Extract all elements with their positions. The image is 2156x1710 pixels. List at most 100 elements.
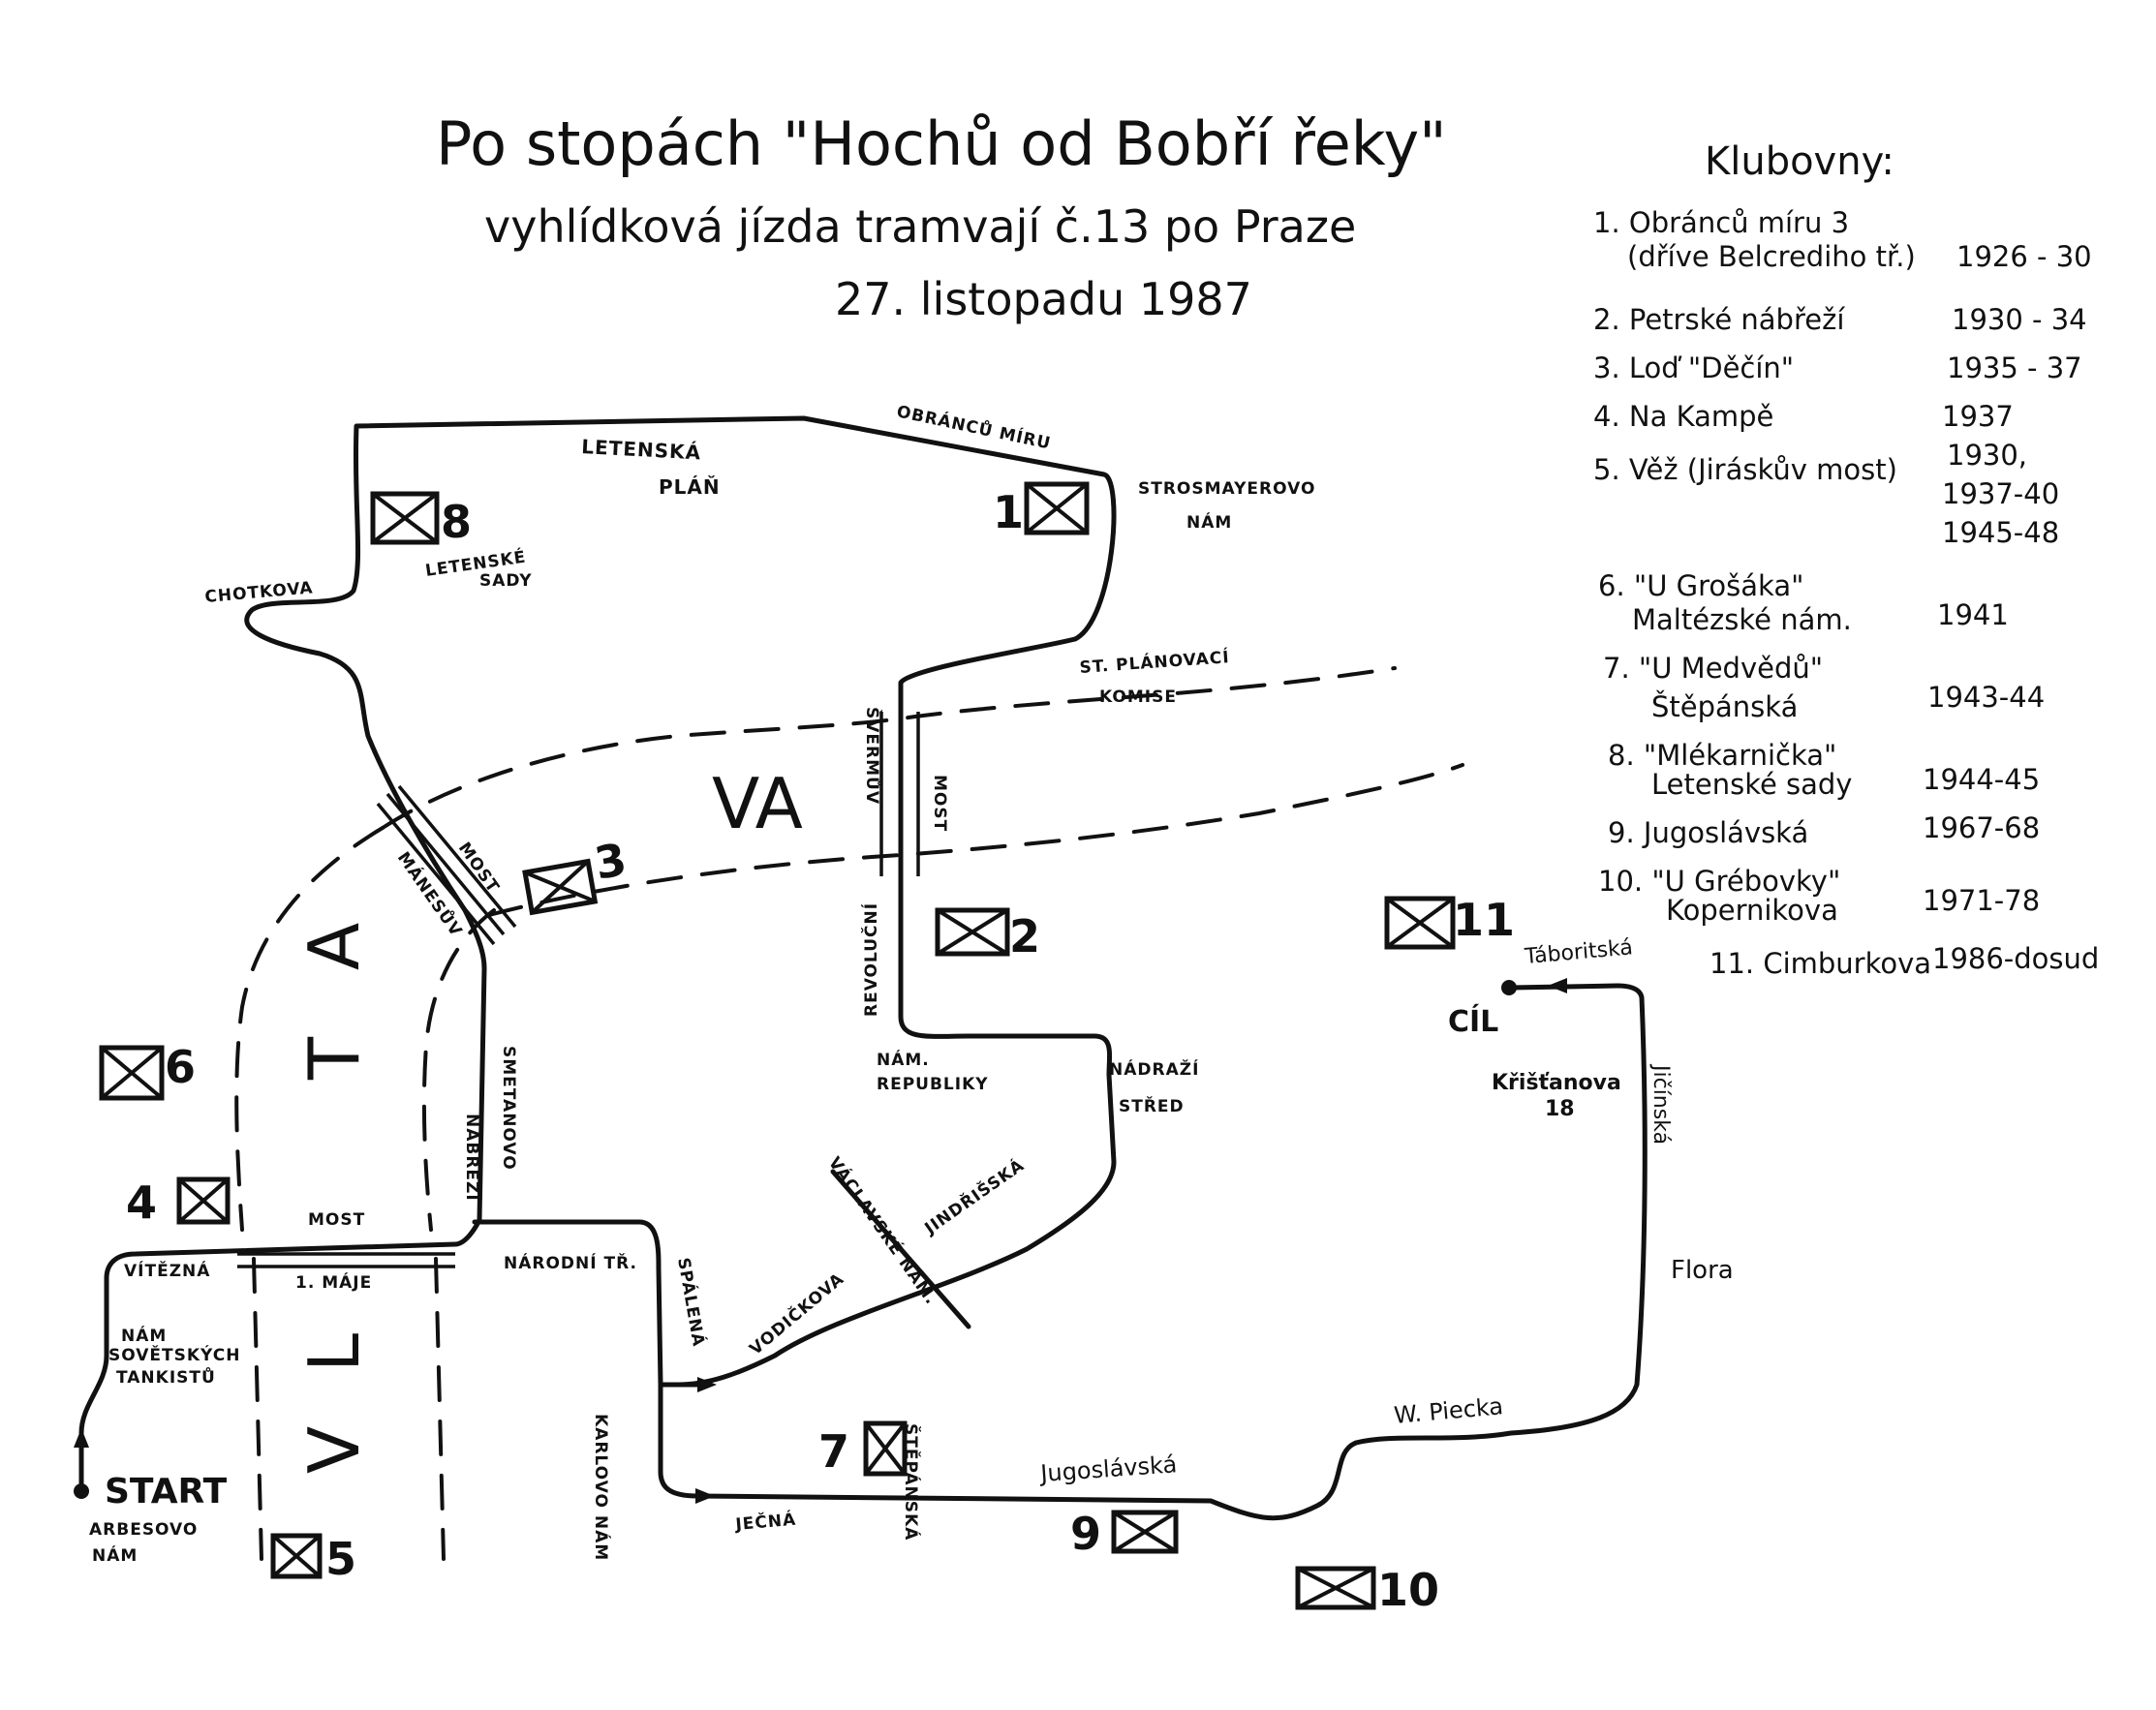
clubroom-number-2: 2 [1009, 910, 1040, 962]
label-w-piecka: W. Piecka [1393, 1392, 1504, 1429]
route-narodni-spalena [472, 1219, 710, 1388]
label-most-legii: MOST [308, 1210, 365, 1230]
legend: Klubovny: 1. Obránců míru 3 (dříve Belcr… [1593, 139, 2099, 980]
legend-item-7b: Štěpánská [1651, 690, 1798, 723]
arrow-east-jecna [695, 1488, 715, 1504]
legend-years-6: 1941 [1937, 598, 2009, 631]
legend-item-11: 11. Cimburkova [1709, 947, 1931, 980]
label-letenske-sady-2: SADY [479, 571, 533, 591]
legend-item-3: 3. Loď "Děčín" [1593, 351, 1794, 384]
label-arbesovo-2: NÁM [92, 1544, 138, 1566]
label-revolucni: REVOLUČNÍ [860, 902, 881, 1017]
river-label-va: VA [712, 763, 803, 844]
legend-item-5: 5. Věž (Jiráskův most) [1593, 453, 1897, 486]
legend-years-8: 1944-45 [1923, 763, 2040, 796]
legend-item-10b: Kopernikova [1666, 894, 1838, 927]
legend-years-5b: 1937-40 [1942, 477, 2059, 510]
arrow-east-spalena [697, 1377, 717, 1392]
label-most-manesuv: MOST [454, 839, 503, 897]
label-karlovo: KARLOVO NÁM [591, 1414, 612, 1561]
label-nabrezi: NÁBŘEŽÍ [462, 1114, 483, 1202]
clubroom-marker-4: 4 [126, 1176, 231, 1229]
label-arbesovo-1: ARBESOVO [89, 1520, 198, 1540]
vaclavske-nam-line [830, 1169, 971, 1329]
legend-years-10: 1971-78 [1923, 884, 2040, 917]
clubroom-marker-7: 7 [818, 1420, 908, 1478]
clubroom-marker-2: 2 [935, 907, 1040, 962]
label-spalena: SPÁLENÁ [673, 1256, 710, 1349]
legend-years-7: 1943-44 [1927, 681, 2045, 714]
label-taboritska: Táboritská [1523, 935, 1634, 969]
label-narodni: NÁRODNÍ TŘ. [504, 1252, 637, 1273]
clubroom-number-4: 4 [126, 1176, 157, 1229]
legend-years-11: 1986-dosud [1932, 942, 2099, 975]
clubroom-marker-8: 8 [370, 491, 472, 548]
start-point [74, 1483, 89, 1499]
clubroom-marker-9: 9 [1070, 1508, 1179, 1560]
label-letenska-plan-1: LETENSKÁ [581, 435, 702, 464]
label-nam-republiky-1: NÁM. [877, 1049, 930, 1070]
map-title: Po stopách "Hochů od Bobří řeky" [436, 108, 1447, 179]
legend-item-10: 10. "U Grébovky" [1598, 865, 1840, 898]
label-nam-republiky-2: REPUBLIKY [877, 1075, 989, 1094]
arrow-west-taboritska [1548, 978, 1567, 993]
legend-item-6: 6. "U Grošáka" [1598, 569, 1803, 602]
street-labels: LETENSKÁ PLÁŇ OBRÁNCŮ MÍRU STROSMAYEROVO… [89, 399, 1734, 1566]
label-flora: Flora [1671, 1256, 1734, 1285]
label-nam-sov-3: TANKISTŮ [116, 1365, 216, 1388]
bridges [237, 712, 920, 1268]
label-nadrazi-stred-1: NÁDRAŽÍ [1109, 1058, 1199, 1080]
legend-years-2: 1930 - 34 [1952, 303, 2087, 336]
map-date: 27. listopadu 1987 [835, 273, 1252, 325]
river-bank-west-outer [234, 826, 385, 1232]
label-cil: CÍL [1448, 1004, 1498, 1039]
label-letenska-plan-2: PLÁŇ [659, 475, 721, 499]
legend-item-8b: Letenské sady [1651, 768, 1852, 801]
label-kristanova-1: Křišťanova [1492, 1071, 1621, 1095]
legend-item-4: 4. Na Kampě [1593, 400, 1773, 433]
river-bank-north-lower [487, 763, 1464, 917]
label-svermuv: ŠVERMŮV [862, 707, 884, 805]
legend-item-9: 9. Jugoslávská [1608, 816, 1808, 849]
clubroom-number-6: 6 [165, 1041, 196, 1093]
legend-item-1: 1. Obránců míru 3 [1593, 206, 1849, 239]
finish-point [1501, 980, 1517, 995]
label-jindrisska: JINDŘIŠSKÁ [919, 1154, 1028, 1239]
river-label-v: V [293, 1426, 375, 1474]
clubroom-number-1: 1 [993, 486, 1024, 538]
label-jecna: JEČNÁ [734, 1509, 797, 1535]
river-bank-south-left [252, 1257, 263, 1561]
label-obrancu-miru: OBRÁNCŮ MÍRU [895, 399, 1053, 453]
legend-item-1b: (dříve Belcrediho tř.) [1627, 240, 1916, 273]
river-bank-south-right [434, 1257, 446, 1561]
label-jugoslavska: Jugoslávská [1037, 1450, 1178, 1487]
river-label-t: T [293, 1036, 375, 1081]
legend-years-3: 1935 - 37 [1947, 351, 2082, 384]
manesuv-bridge-line-2 [397, 784, 517, 929]
river-vltava: VA T A L V [234, 666, 1464, 1561]
arrow-north-start [74, 1428, 89, 1448]
legend-years-9: 1967-68 [1923, 811, 2040, 844]
clubroom-number-5: 5 [325, 1533, 356, 1585]
clubroom-number-9: 9 [1070, 1508, 1101, 1560]
clubroom-number-11: 11 [1453, 894, 1515, 946]
label-vitezna: VÍTĚZNÁ [124, 1260, 210, 1281]
label-start: START [105, 1472, 228, 1512]
clubroom-number-7: 7 [818, 1425, 849, 1478]
clubroom-number-3: 3 [591, 833, 631, 890]
river-label-l: L [293, 1333, 375, 1372]
label-most-svermuv: MOST [930, 775, 949, 832]
legend-heading: Klubovny: [1705, 139, 1894, 184]
legend-item-7: 7. "U Medvědů" [1603, 652, 1823, 685]
label-prvni-maje: 1. MÁJE [295, 1271, 372, 1293]
route-main-loop [78, 415, 1117, 1494]
map-subtitle: vyhlídková jízda tramvají č.13 po Praze [484, 200, 1356, 253]
clubroom-marker-6: 6 [99, 1041, 196, 1101]
clubroom-markers: 1 2 3 4 5 6 7 [99, 481, 1515, 1616]
clubroom-marker-10: 10 [1295, 1564, 1439, 1616]
tram-route [74, 415, 1648, 1521]
label-strossmayerovo-2: NÁM [1186, 511, 1232, 533]
clubroom-marker-5: 5 [270, 1533, 356, 1585]
label-st-planovaci-2: KOMISE [1099, 687, 1177, 707]
